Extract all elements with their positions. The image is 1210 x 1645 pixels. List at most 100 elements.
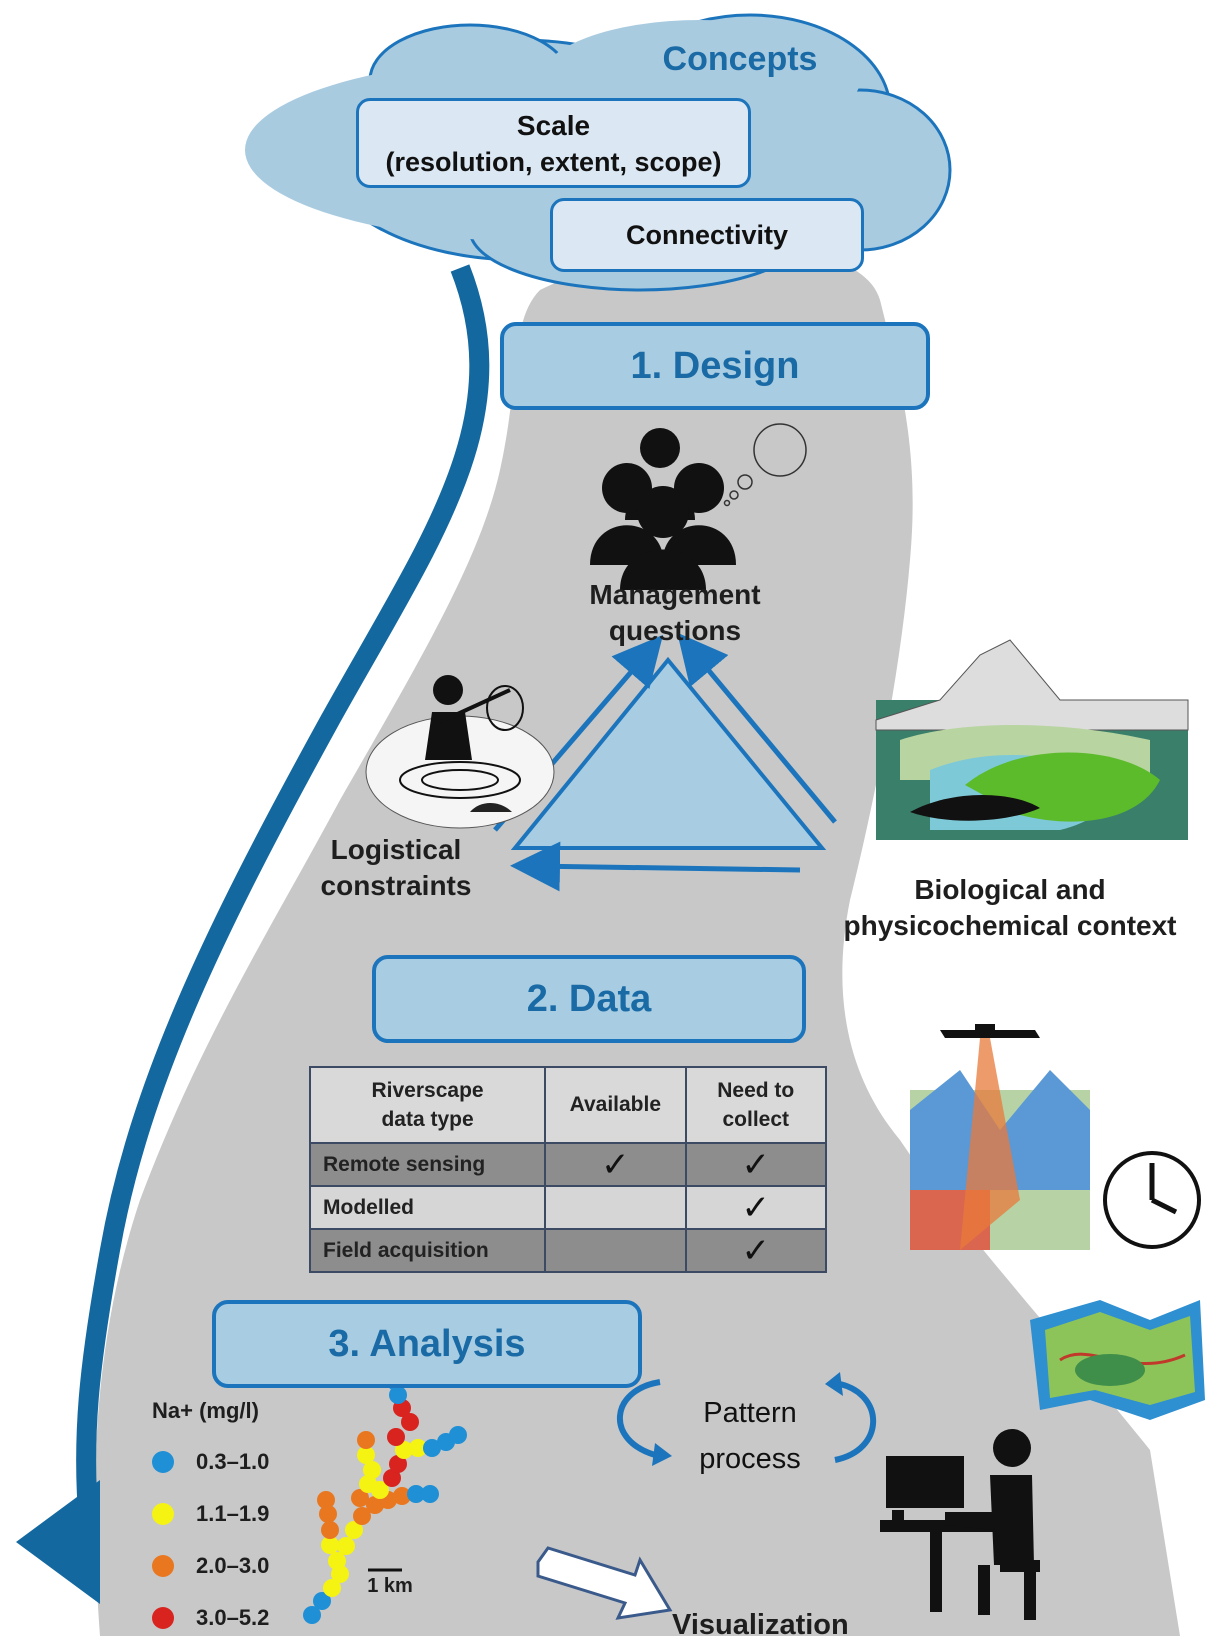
sample-site-dot bbox=[323, 1579, 341, 1597]
map-icon bbox=[1030, 1300, 1205, 1420]
legend-title: Na+ (mg/l) bbox=[152, 1398, 259, 1423]
sample-site-dot bbox=[357, 1431, 375, 1449]
visualization-label: Visualization bbox=[672, 1607, 892, 1645]
data-type-table: Riverscape data type Available Need to c… bbox=[308, 1066, 828, 1273]
row-type: Field acquisition bbox=[308, 1228, 547, 1273]
workflow-arrowhead bbox=[16, 1480, 100, 1604]
row-type: Modelled bbox=[308, 1185, 547, 1230]
logistical-line-1: Logistical bbox=[330, 834, 462, 865]
sample-site-dot bbox=[421, 1485, 439, 1503]
sample-site-dot bbox=[389, 1455, 407, 1473]
sample-site-dot bbox=[345, 1521, 363, 1539]
row-type: Remote sensing bbox=[308, 1142, 547, 1187]
sample-site-dot bbox=[303, 1606, 321, 1624]
row-need: ✓ bbox=[684, 1228, 828, 1273]
sample-site-dot bbox=[401, 1413, 419, 1431]
visualization-arrow bbox=[536, 1546, 673, 1620]
thought-bubble-icon bbox=[723, 423, 807, 507]
sample-site-dot bbox=[337, 1537, 355, 1555]
computer-user-icon bbox=[880, 1429, 1040, 1620]
sample-site-dot bbox=[321, 1536, 339, 1554]
scale-bar-text: 1 km bbox=[367, 1575, 413, 1597]
data-phase-box: 2. Data bbox=[372, 955, 806, 1043]
sample-site-dot bbox=[313, 1592, 331, 1610]
legend-item: 1.1–1.9 bbox=[152, 1488, 269, 1540]
scale-concept-box: Scale (resolution, extent, scope) bbox=[356, 98, 751, 188]
process-text: process bbox=[699, 1443, 801, 1476]
sample-site-dot bbox=[319, 1505, 337, 1523]
scale-title: Scale bbox=[516, 109, 591, 141]
design-triangle bbox=[493, 632, 837, 892]
sample-site-dot bbox=[449, 1426, 467, 1444]
header-data-type: Riverscape data type bbox=[308, 1066, 547, 1144]
row-available: ✓ bbox=[544, 1142, 687, 1187]
connectivity-concept-box: Connectivity bbox=[550, 198, 864, 272]
legend-swatch bbox=[152, 1503, 174, 1525]
design-phase-title: 1. Design bbox=[630, 344, 800, 387]
logistical-constraints-label: Logistical constraints bbox=[296, 832, 496, 905]
biological-context-label: Biological and physicochemical context bbox=[830, 872, 1190, 945]
sample-site-dot bbox=[395, 1441, 413, 1459]
legend-label: 0.3–1.0 bbox=[196, 1449, 270, 1474]
legend-label: 1.1–1.9 bbox=[196, 1501, 270, 1526]
legend-item: 0.3–1.0 bbox=[152, 1436, 269, 1488]
management-line-2: questions bbox=[608, 615, 742, 647]
pattern-text: Pattern bbox=[703, 1397, 797, 1429]
legend-swatch bbox=[152, 1451, 174, 1473]
legend-item: 3.0–5.2 bbox=[152, 1592, 269, 1644]
sample-site-dot bbox=[409, 1439, 427, 1457]
analysis-phase-box: 3. Analysis bbox=[212, 1300, 642, 1388]
context-line-2: physicochemical context bbox=[843, 910, 1177, 942]
clock-icon bbox=[1103, 1151, 1201, 1249]
sample-site-dot bbox=[393, 1487, 411, 1505]
landscape-illustration bbox=[875, 639, 1189, 840]
legend-item: 2.0–3.0 bbox=[152, 1540, 269, 1592]
fisher-icon bbox=[365, 675, 555, 829]
logistical-line-2: constraints bbox=[320, 870, 472, 902]
concepts-title: Concepts bbox=[663, 40, 818, 78]
sample-site-dot bbox=[351, 1489, 369, 1507]
sample-site-dot bbox=[321, 1521, 339, 1539]
pattern-process-arrows bbox=[616, 1379, 877, 1463]
row-need: ✓ bbox=[684, 1142, 828, 1187]
sodium-legend: Na+ (mg/l) 0.3–1.0 1.1–1.9 2.0–3.0 3.0–5… bbox=[152, 1398, 269, 1644]
legend-swatch bbox=[152, 1607, 174, 1629]
sample-site-dot bbox=[328, 1552, 346, 1570]
pattern-arrowhead-right bbox=[825, 1372, 843, 1396]
sample-site-dot bbox=[423, 1439, 441, 1457]
people-group-icon bbox=[590, 428, 736, 590]
legend-label: 2.0–3.0 bbox=[196, 1553, 270, 1578]
header-need: Need to collect bbox=[684, 1066, 828, 1144]
sample-site-dot bbox=[357, 1446, 375, 1464]
sample-site-dot bbox=[363, 1461, 381, 1479]
context-line-1: Biological and bbox=[914, 874, 1106, 905]
legend-label: 3.0–5.2 bbox=[196, 1605, 270, 1630]
sample-site-dot bbox=[383, 1469, 401, 1487]
sample-site-dot bbox=[353, 1507, 371, 1525]
row-available bbox=[544, 1185, 687, 1230]
sample-site-dot bbox=[371, 1481, 389, 1499]
row-need: ✓ bbox=[684, 1185, 828, 1230]
table-row: Field acquisition ✓ bbox=[308, 1228, 828, 1273]
sample-site-dot bbox=[387, 1428, 405, 1446]
river-band bbox=[94, 246, 1181, 1636]
design-phase-box: 1. Design bbox=[500, 322, 930, 410]
connectivity-label: Connectivity bbox=[625, 219, 789, 250]
sample-site-dot bbox=[407, 1485, 425, 1503]
management-questions-label: Management questions bbox=[560, 577, 790, 650]
pattern-process-label: Pattern process bbox=[680, 1390, 820, 1483]
legend-swatch bbox=[152, 1555, 174, 1577]
table-row: Remote sensing ✓ ✓ bbox=[308, 1142, 828, 1187]
scale-detail: (resolution, extent, scope) bbox=[385, 147, 722, 178]
table-row: Modelled ✓ bbox=[308, 1185, 828, 1230]
header-available: Available bbox=[544, 1066, 687, 1144]
data-phase-title: 2. Data bbox=[526, 977, 652, 1020]
remote-sensing-illustration bbox=[910, 1024, 1090, 1250]
visualization-text: Visualization bbox=[672, 1609, 849, 1641]
workflow-arrow bbox=[76, 264, 490, 1537]
scale-bar-label: 1 km bbox=[360, 1573, 420, 1599]
river-network-map bbox=[303, 1373, 467, 1624]
analysis-phase-title: 3. Analysis bbox=[328, 1322, 526, 1365]
row-available bbox=[544, 1228, 687, 1273]
sample-site-dot bbox=[317, 1491, 335, 1509]
